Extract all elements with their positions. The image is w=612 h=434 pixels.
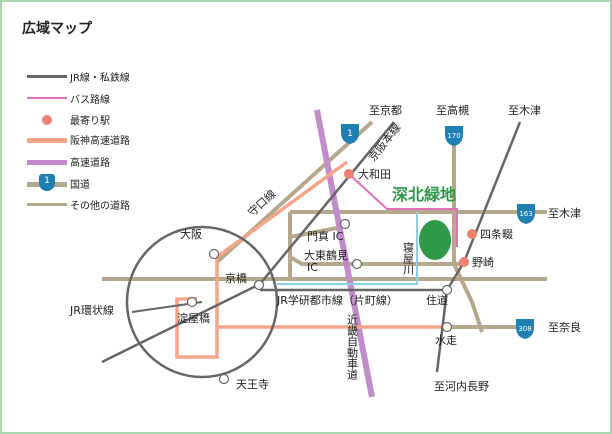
label-to-kizu: 至木津	[508, 104, 541, 117]
bus-route	[348, 173, 458, 247]
kinki-expressway	[314, 109, 375, 398]
label-neyagawa: 寝屋川	[402, 241, 415, 275]
legend-bus: バス路線	[24, 91, 184, 107]
station-osaka	[208, 248, 220, 260]
shield-163: 163	[517, 204, 535, 224]
road	[288, 255, 462, 266]
label-to-kyoto: 至京都	[369, 103, 402, 117]
legend-rail: JR線・私鉄線	[24, 69, 184, 85]
label-to-takatsuki: 至高槻	[436, 103, 469, 117]
label-mizuhai: 水走	[435, 334, 457, 347]
route-shield-icon: 1	[39, 174, 55, 191]
station-owada[interactable]	[344, 169, 354, 179]
label-owada: 大和田	[358, 167, 391, 181]
station-tennoji	[218, 373, 230, 385]
label-gakken-line: JR学研都市線（片町線）	[276, 293, 398, 307]
legend-other-road: その他の道路	[24, 197, 184, 213]
label-kyobashi: 京橋	[225, 271, 247, 285]
hanshin-moriguchi-line	[175, 160, 349, 359]
other-stations	[186, 218, 453, 385]
mizuhai-marker	[441, 321, 453, 333]
label-to-kizu-2: 至木津	[548, 207, 581, 220]
label-kinki-expressway: 近畿自動車道	[346, 314, 359, 380]
label-kadoma-ic: 門真 IC	[307, 229, 344, 243]
label-to-kawachinagano: 至河内長野	[434, 379, 489, 393]
label-nozaki: 野崎	[472, 255, 494, 269]
nearest-stations	[344, 169, 477, 267]
label-to-nara: 至奈良	[548, 320, 581, 334]
fukakita-park	[419, 220, 451, 260]
shield-170: 170	[445, 126, 463, 146]
shield-308: 308	[516, 319, 534, 339]
label-daito-tsurumi: 大東鶴見	[304, 248, 348, 262]
jr-line-east	[435, 121, 522, 373]
keihan-main-line	[259, 121, 395, 285]
station-shijonawate[interactable]	[467, 229, 477, 239]
svg-text:163: 163	[519, 210, 532, 218]
svg-text:308: 308	[518, 325, 531, 333]
road	[452, 212, 484, 333]
station-nozaki[interactable]	[459, 257, 469, 267]
shield-1: 1	[341, 124, 359, 144]
station-kyobashi	[253, 279, 265, 291]
kadoma-ic-marker	[339, 218, 351, 230]
label-jr-loop: JR環状線	[69, 303, 114, 317]
label-tennoji: 天王寺	[236, 378, 269, 391]
station-dot-icon	[42, 115, 52, 125]
label-osaka: 大阪	[180, 227, 202, 241]
label-yodoyabashi: 淀屋橋	[177, 311, 210, 325]
jr-loop-line	[125, 225, 279, 379]
label-keihan-line: 京阪本線	[365, 121, 403, 164]
park-name: 深北緑地	[392, 185, 456, 204]
daito-tsurumi-ic-marker	[351, 258, 363, 270]
label-daito-ic: IC	[307, 261, 318, 274]
page-title: 広域マップ	[22, 21, 92, 37]
neyagawa-river	[277, 212, 418, 285]
station-suminodo	[441, 284, 453, 296]
label-shijonawate: 四条畷	[480, 227, 513, 241]
legend-hanshin: 阪神高速道路	[24, 132, 184, 148]
station-yodoyabashi	[186, 296, 198, 308]
legend-expressway: 高速道路	[24, 154, 184, 170]
svg-text:170: 170	[447, 132, 460, 140]
keihan-line-west	[101, 282, 261, 364]
label-suminodo: 住道	[426, 293, 448, 307]
svg-text:1: 1	[347, 129, 353, 139]
legend-station: 最寄り駅	[24, 112, 184, 128]
